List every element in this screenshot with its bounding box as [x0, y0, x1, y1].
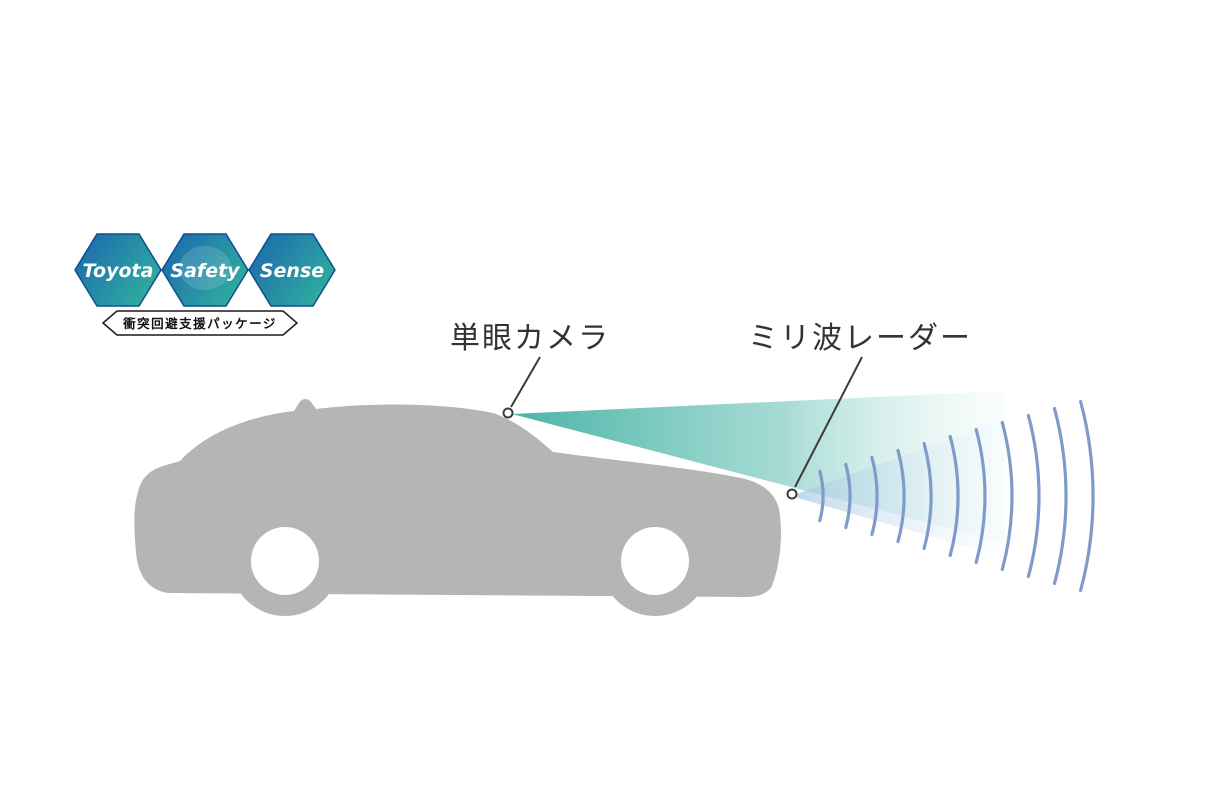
radar-point-marker	[786, 488, 798, 500]
car-silhouette	[134, 399, 781, 616]
radar-arc	[870, 455, 879, 537]
logo-banner-text: 衝突回避支援パッケージ	[122, 316, 277, 331]
front-wheel-hub	[621, 527, 689, 595]
radar-label: ミリ波レーダー	[748, 321, 972, 356]
camera-point-marker	[502, 407, 514, 419]
radar-arc	[1079, 399, 1095, 593]
radar-arc	[818, 469, 825, 523]
radar-detection-cone	[791, 420, 1002, 557]
camera-label: 単眼カメラ	[450, 321, 610, 356]
logo-word-sense: Sense	[260, 260, 324, 282]
radar-callout: ミリ波レーダー	[748, 321, 972, 500]
radar-arc	[896, 448, 906, 544]
logo-hex-toyota	[74, 233, 162, 307]
radar-arc	[1026, 413, 1041, 579]
radar-arc	[844, 462, 852, 530]
radar-arc	[974, 427, 987, 565]
logo-banner-ribbon	[101, 310, 299, 336]
radar-arcs	[818, 399, 1095, 593]
rear-wheel-hub	[251, 527, 319, 595]
radar-arc	[1052, 406, 1068, 586]
globe-motif-icon	[179, 246, 231, 290]
tss-logo: Toyota Safety Sense 衝突回避支援パッケージ	[74, 233, 336, 336]
logo-word-toyota: Toyota	[83, 260, 154, 282]
logo-hex-safety	[161, 233, 249, 307]
radar-arc	[1000, 420, 1014, 572]
camera-callout: 単眼カメラ	[450, 321, 610, 419]
radar-leader-line	[794, 356, 863, 488]
logo-word-safety: Safety	[170, 260, 241, 282]
radar-arc	[922, 441, 933, 551]
logo-hex-sense	[248, 233, 336, 307]
radar-arc	[948, 434, 960, 558]
camera-leader-line	[510, 356, 541, 408]
